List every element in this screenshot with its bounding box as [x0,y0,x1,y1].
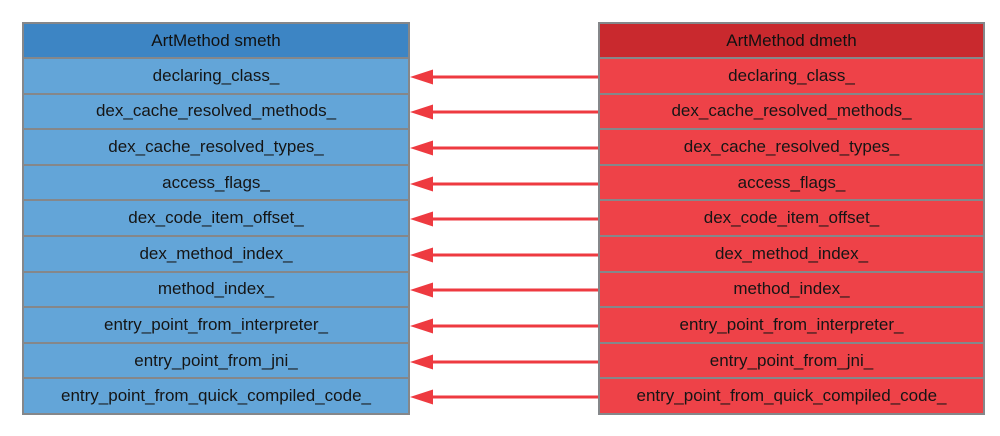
arrow-cell [410,379,598,415]
dmeth-field-declaring-class: declaring_class_ [600,57,983,93]
dmeth-table-title: ArtMethod dmeth [600,24,983,57]
dmeth-field-entry-point-from-quick-compiled-code: entry_point_from_quick_compiled_code_ [600,377,983,413]
arrow-cell [410,166,598,202]
left-arrow-icon [410,282,598,298]
left-arrow-icon [410,247,598,263]
artmethod-mapping-diagram: ArtMethod smeth declaring_class_ dex_cac… [22,22,985,415]
left-arrow-icon [410,176,598,192]
dmeth-field-dex-code-item-offset: dex_code_item_offset_ [600,199,983,235]
arrow-cell [410,237,598,273]
arrow-cell [410,59,598,95]
dmeth-field-dex-cache-resolved-methods: dex_cache_resolved_methods_ [600,92,983,129]
dmeth-field-dex-method-index: dex_method_index_ [600,234,983,271]
left-arrow-icon [410,211,598,227]
smeth-field-access-flags: access_flags_ [24,163,408,200]
smeth-field-method-index: method_index_ [24,270,408,307]
smeth-field-dex-method-index: dex_method_index_ [24,234,408,271]
smeth-field-declaring-class: declaring_class_ [24,57,408,93]
field-mapping-arrows [410,22,598,415]
smeth-field-entry-point-from-jni: entry_point_from_jni_ [24,341,408,378]
arrow-cell [410,308,598,344]
smeth-field-entry-point-from-interpreter: entry_point_from_interpreter_ [24,306,408,342]
left-arrow-icon [410,104,598,120]
smeth-field-dex-code-item-offset: dex_code_item_offset_ [24,199,408,235]
left-arrow-icon [410,354,598,370]
dmeth-field-dex-cache-resolved-types: dex_cache_resolved_types_ [600,128,983,164]
smeth-field-entry-point-from-quick-compiled-code: entry_point_from_quick_compiled_code_ [24,377,408,413]
left-arrow-icon [410,318,598,334]
struct-table-smeth: ArtMethod smeth declaring_class_ dex_cac… [22,22,410,415]
left-arrow-icon [410,389,598,405]
smeth-field-dex-cache-resolved-methods: dex_cache_resolved_methods_ [24,92,408,129]
arrow-cell [410,95,598,131]
dmeth-field-access-flags: access_flags_ [600,163,983,200]
left-arrow-icon [410,69,598,85]
dmeth-field-entry-point-from-interpreter: entry_point_from_interpreter_ [600,306,983,342]
arrow-cell [410,273,598,309]
arrow-cell [410,201,598,237]
left-arrow-icon [410,140,598,156]
dmeth-field-method-index: method_index_ [600,270,983,307]
smeth-table-title: ArtMethod smeth [24,24,408,57]
smeth-field-dex-cache-resolved-types: dex_cache_resolved_types_ [24,128,408,164]
dmeth-field-entry-point-from-jni: entry_point_from_jni_ [600,341,983,378]
arrow-cell [410,344,598,380]
struct-table-dmeth: ArtMethod dmeth declaring_class_ dex_cac… [598,22,985,415]
arrow-cell [410,130,598,166]
